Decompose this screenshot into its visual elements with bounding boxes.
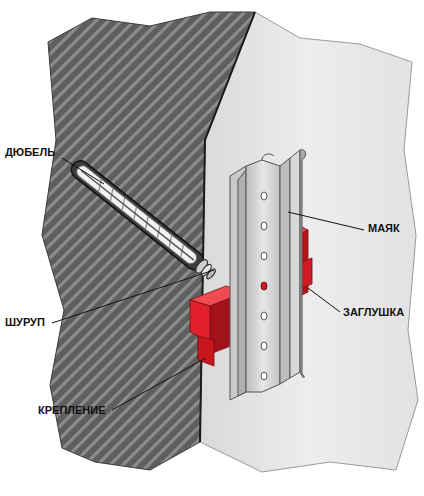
part-label: МАЯК bbox=[368, 222, 400, 235]
leader-lines bbox=[52, 158, 364, 410]
part-label: ЗАГЛУШКА bbox=[343, 306, 404, 319]
part-label: КРЕПЛЕНИЕ bbox=[38, 404, 106, 417]
wall-face bbox=[200, 12, 418, 472]
beacon-profile bbox=[230, 150, 306, 400]
wall-section bbox=[42, 12, 255, 470]
part-label: ШУРУП bbox=[5, 316, 45, 329]
part-label: ДЮБЕЛЬ bbox=[5, 146, 55, 159]
